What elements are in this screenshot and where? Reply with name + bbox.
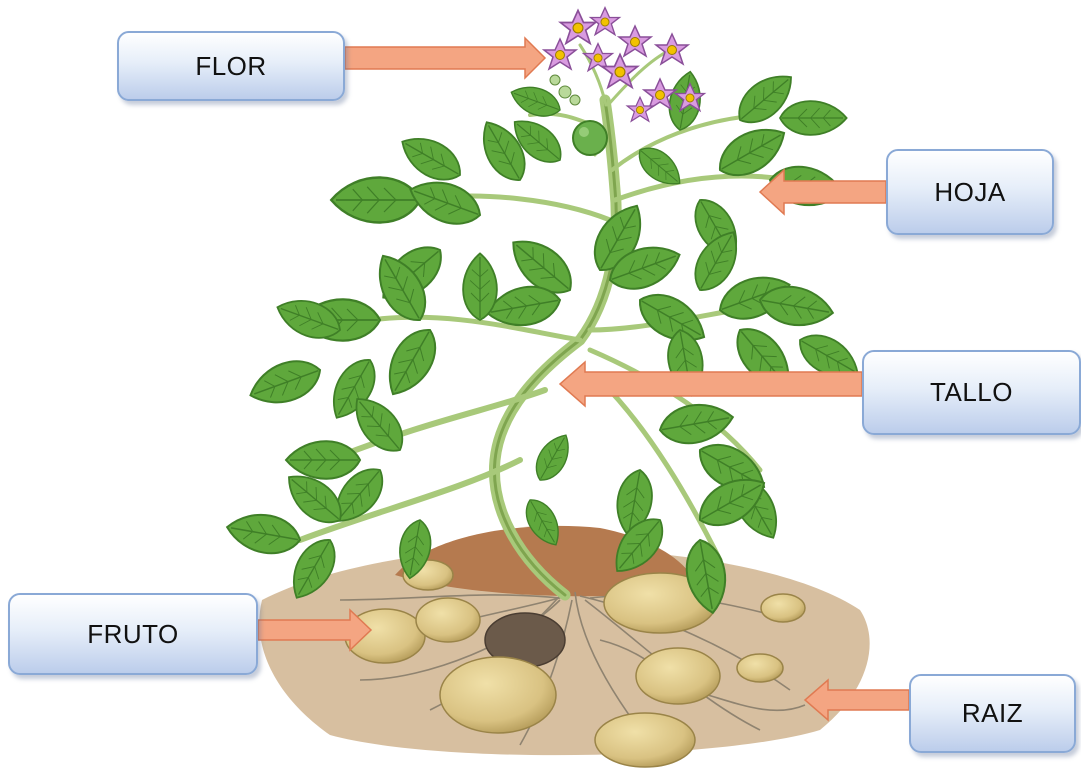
- berry: [573, 121, 607, 155]
- label-hoja: HOJA: [886, 149, 1054, 235]
- label-flor: FLOR: [117, 31, 345, 101]
- arrow-flor: [345, 38, 545, 78]
- label-fruto: FRUTO: [8, 593, 258, 675]
- label-tallo: TALLO: [862, 350, 1081, 435]
- label-raiz: RAIZ: [909, 674, 1076, 753]
